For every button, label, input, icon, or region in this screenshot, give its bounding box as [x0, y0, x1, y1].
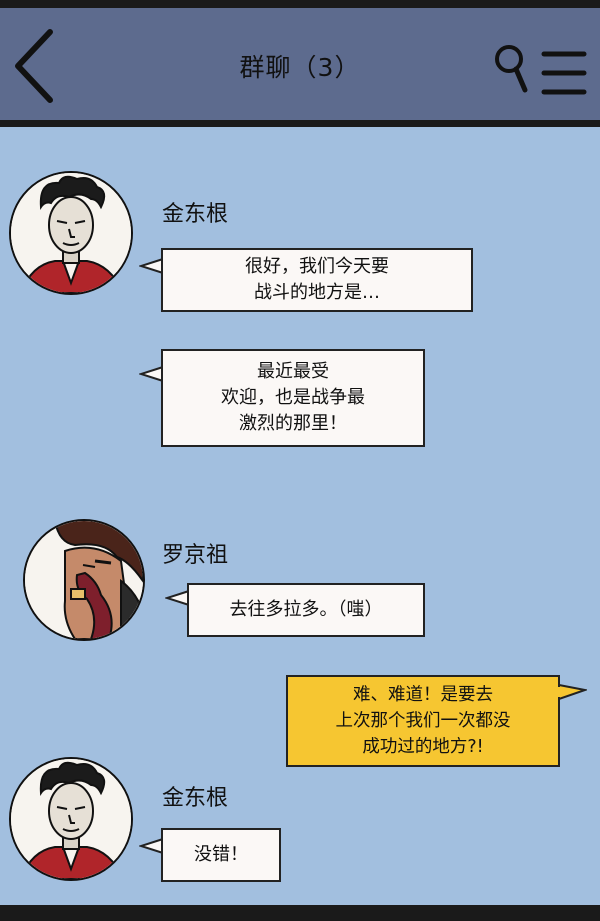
sender-name: 金东根 [162, 786, 229, 811]
avatar-kim-dong-geun[interactable] [9, 757, 133, 881]
search-icon[interactable] [492, 42, 532, 96]
sender-name: 罗京祖 [162, 543, 229, 568]
menu-icon[interactable] [540, 46, 588, 98]
message-bubble[interactable]: 很好，我们今天要 战斗的地方是… [161, 248, 473, 312]
message-bubble[interactable]: 没错！ [161, 828, 281, 882]
bubble-tail [557, 684, 587, 700]
message-bubble[interactable]: 去往多拉多。（嗤） [187, 583, 425, 637]
bottom-edge [0, 905, 600, 921]
own-message-bubble[interactable]: 难、难道！是要去 上次那个我们一次都没 成功过的地方?! [286, 675, 560, 767]
sender-name: 金东根 [162, 202, 229, 227]
chat-title: 群聊（3） [239, 53, 361, 82]
message-bubble[interactable]: 最近最受 欢迎，也是战争最 激烈的那里！ [161, 349, 425, 447]
avatar-na-kyung-jo[interactable] [23, 519, 145, 641]
chat-header: 群聊（3） [0, 8, 600, 125]
back-arrow-icon[interactable] [12, 28, 60, 104]
avatar-kim-dong-geun[interactable] [9, 171, 133, 295]
